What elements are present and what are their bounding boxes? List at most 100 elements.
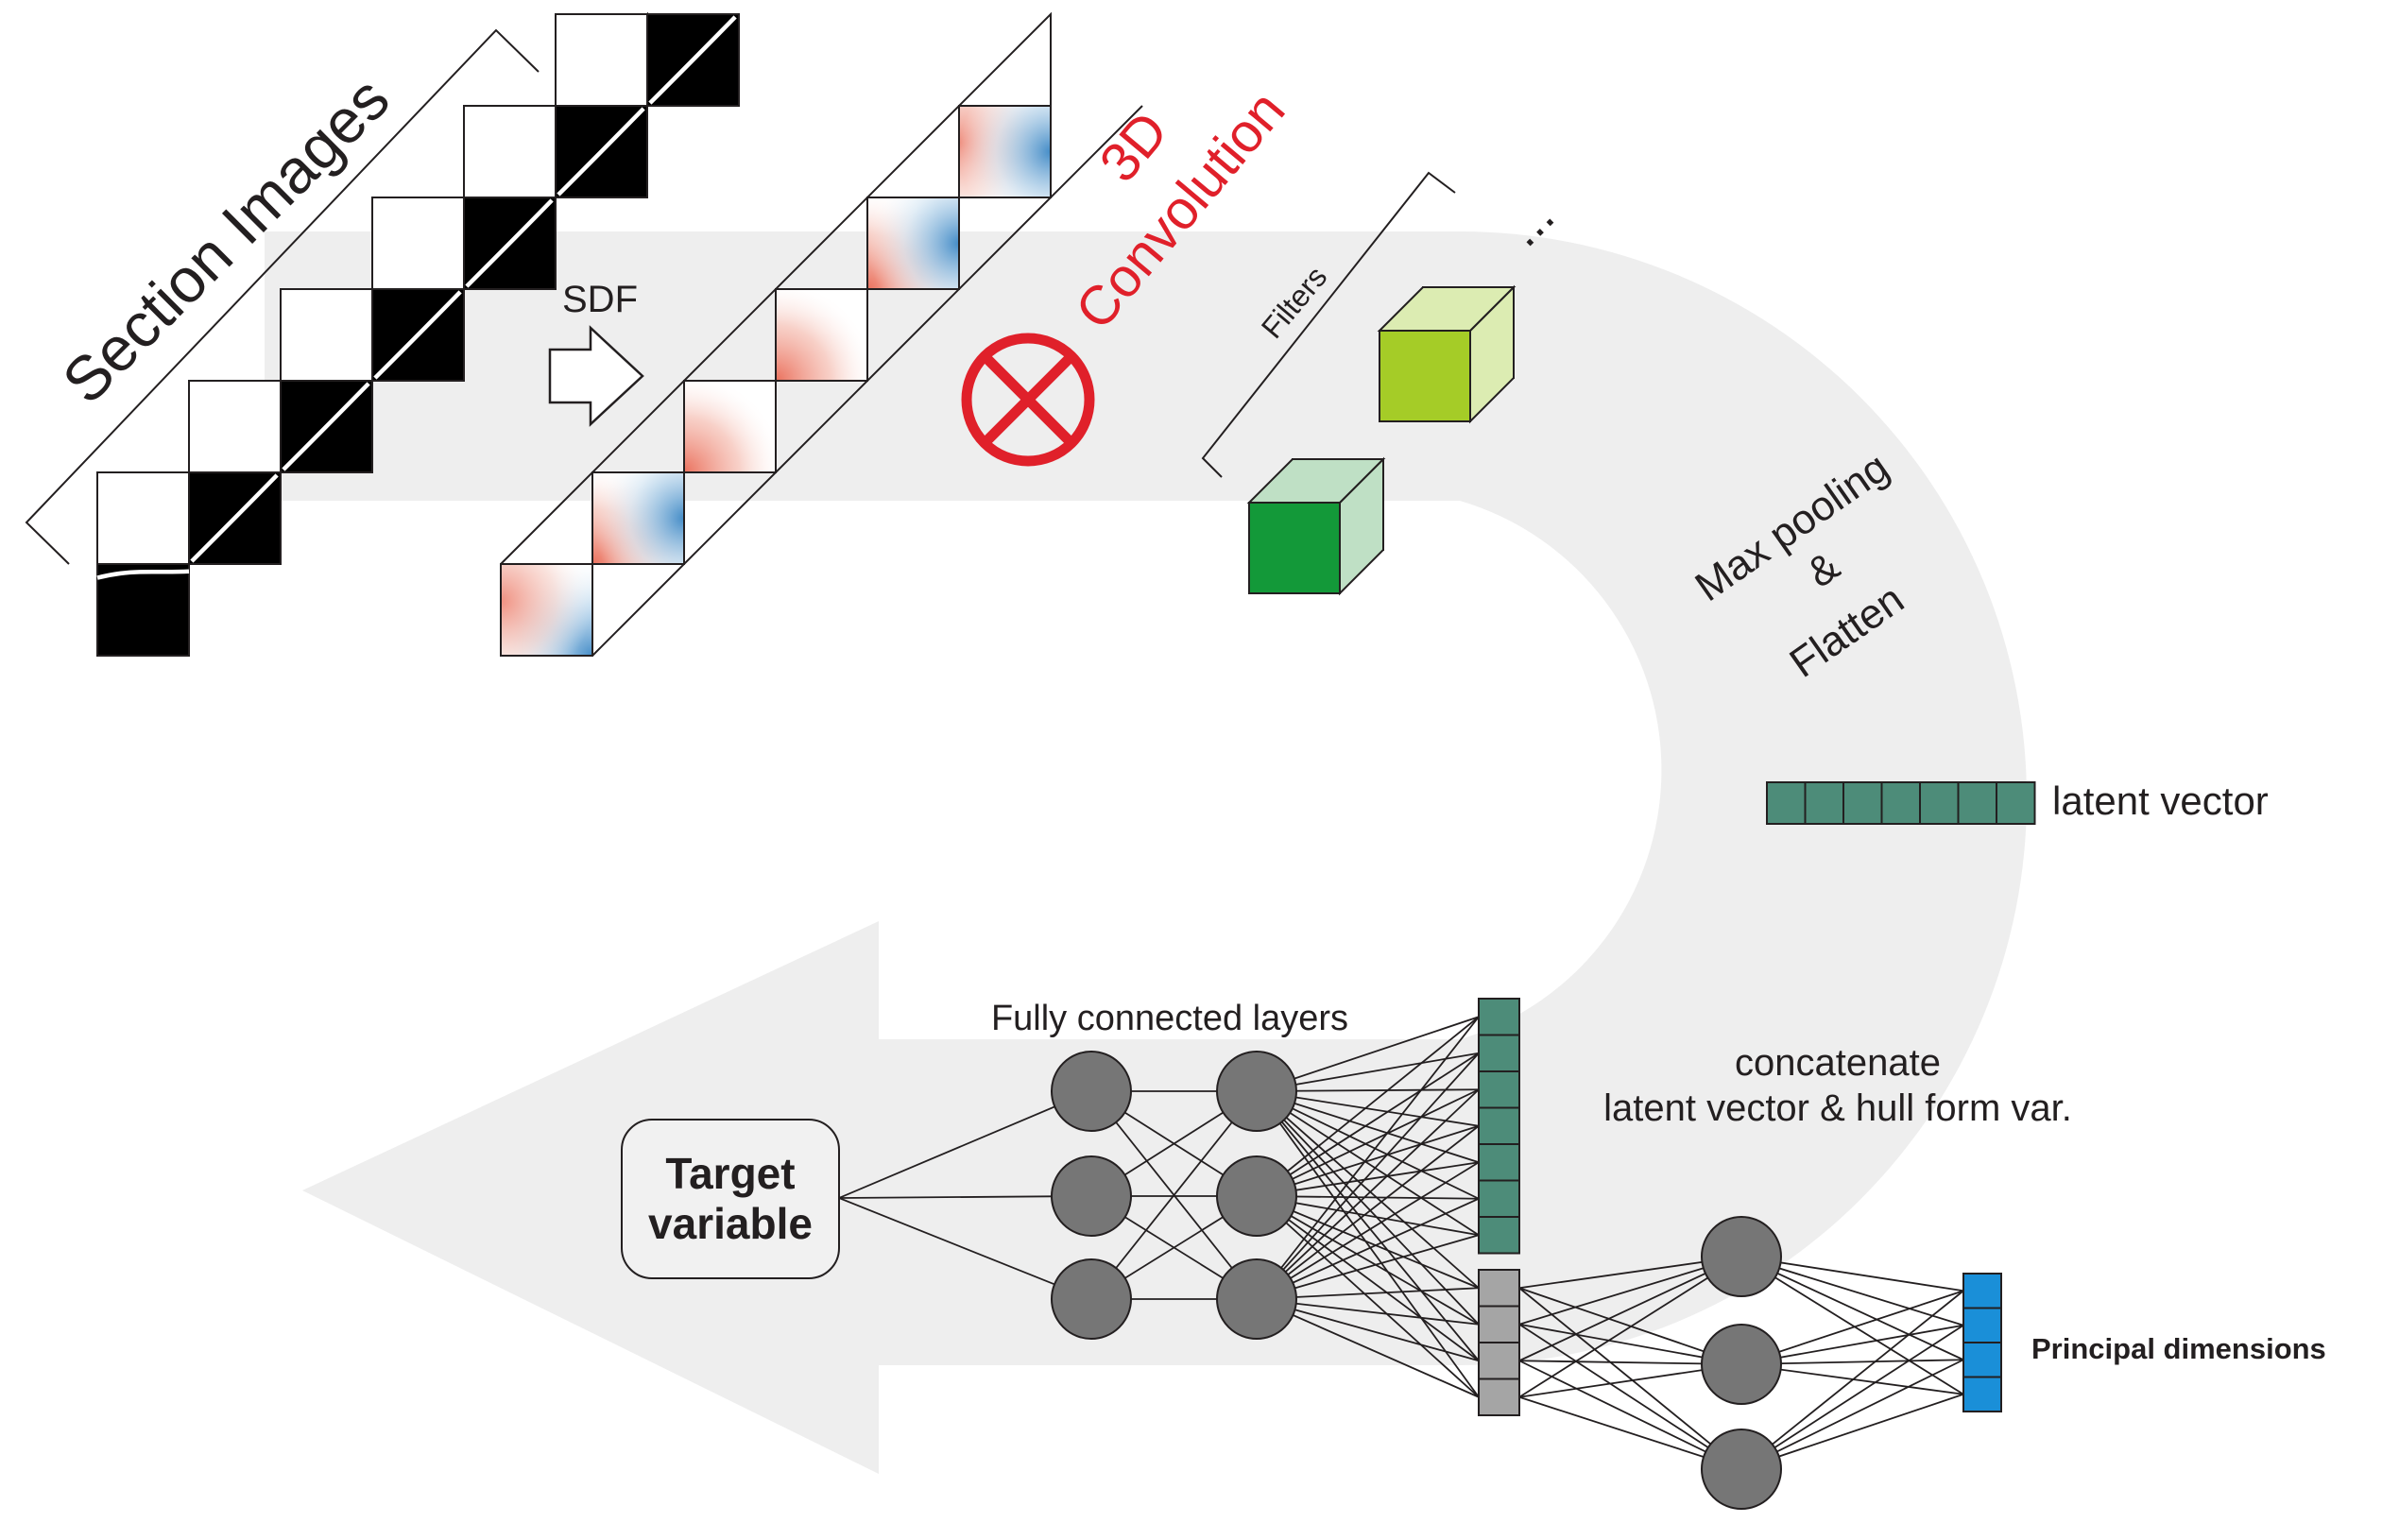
latent-vector-cell	[1957, 781, 1997, 825]
connection-line	[1256, 1195, 1480, 1326]
concat-latent-cell	[1478, 1106, 1520, 1145]
connection-line	[1740, 1256, 1964, 1361]
section-image-hull-curve	[373, 290, 462, 380]
connection-line	[1256, 1161, 1480, 1300]
sdf-cell-frame	[866, 197, 960, 290]
section-image-hull-curve	[465, 198, 554, 288]
concat-hull-form-cell	[1478, 1305, 1520, 1343]
concat-hull-form-cell	[1478, 1269, 1520, 1308]
sdf-cell-gradient	[959, 106, 1051, 197]
principal-dimension-cell	[1962, 1273, 2002, 1309]
network-node	[1051, 1155, 1132, 1237]
connection-line	[1256, 1090, 1480, 1326]
concat-label-line1: concatenate	[1735, 1042, 1941, 1084]
network-nodes	[1051, 1051, 1782, 1510]
concatenated-vector-cells	[1478, 998, 1520, 1416]
target-variable-box: Target variable	[621, 1119, 840, 1279]
section-images-stack	[96, 11, 740, 657]
connection-line	[1256, 1195, 1480, 1398]
connection-line	[1256, 1125, 1480, 1300]
network-node	[1701, 1429, 1782, 1510]
sdf-image-cell	[866, 197, 960, 290]
latent-vector-cell	[1804, 781, 1844, 825]
network-node	[1216, 1258, 1297, 1340]
sdf-cell-frame	[500, 563, 593, 657]
filter-cube-front	[1379, 330, 1471, 422]
section-images-bracket	[25, 28, 540, 565]
connection-line	[1740, 1359, 1964, 1470]
network-node	[1701, 1216, 1782, 1297]
connection-line	[1518, 1323, 1742, 1470]
concat-latent-cell	[1478, 1143, 1520, 1182]
sdf-image-cell	[500, 563, 593, 657]
concat-latent-cell	[1478, 1070, 1520, 1109]
connection-line	[1256, 1016, 1480, 1197]
connection-line	[1740, 1290, 1964, 1470]
section-image-hull-curve	[648, 15, 737, 105]
connection-line	[1256, 1090, 1480, 1398]
sdf-cell-gradient	[684, 381, 776, 472]
network-node	[1051, 1051, 1132, 1132]
principal-dimension-cell	[1962, 1376, 2002, 1412]
sdf-image-cell	[683, 380, 777, 473]
section-image-hull-curve	[557, 107, 645, 197]
sdf-image-cell	[775, 288, 868, 382]
concat-label-line2: latent vector & hull form var.	[1603, 1087, 2072, 1129]
connection-line	[1518, 1360, 1742, 1470]
section-image-upper-cell	[188, 380, 282, 473]
network-node	[1701, 1324, 1782, 1405]
principal-dimensions-cells	[1962, 1273, 2002, 1412]
latent-vector-cell	[1919, 781, 1960, 825]
connection-line	[1256, 1195, 1480, 1361]
principal-dimension-cell	[1962, 1342, 2002, 1378]
convolution-operator-icon	[961, 333, 1095, 467]
latent-vector-cell	[1880, 781, 1921, 825]
sdf-image-cell	[958, 105, 1052, 198]
concat-latent-cell	[1478, 1034, 1520, 1072]
connection-line	[1740, 1324, 1964, 1470]
sdf-cell-frame	[958, 105, 1052, 198]
network-node	[1216, 1155, 1297, 1237]
connection-line	[838, 1090, 1092, 1199]
connection-line	[1090, 1090, 1258, 1300]
connection-line	[838, 1197, 1092, 1300]
section-image-upper-cell	[96, 471, 190, 565]
connection-line	[1740, 1256, 1964, 1395]
latent-vector-cells	[1766, 781, 2036, 825]
connection-line	[1256, 1090, 1480, 1289]
section-image-upper-cell	[463, 105, 557, 198]
connection-line	[1518, 1256, 1742, 1362]
latent-vector-label: latent vector	[2052, 779, 2269, 823]
section-image-hull-curve	[96, 569, 190, 580]
network-node	[1051, 1258, 1132, 1340]
connection-line	[1256, 1090, 1480, 1200]
section-image-upper-cell	[555, 13, 648, 107]
connection-line	[1256, 1088, 1480, 1300]
latent-vector-cell	[1996, 781, 2036, 825]
concat-hull-form-cell	[1478, 1342, 1520, 1380]
section-image-upper-cell	[280, 288, 373, 382]
principal-dimensions-label: Principal dimensions	[2031, 1332, 2326, 1365]
concat-latent-cell	[1478, 1179, 1520, 1218]
concat-hull-form-cell	[1478, 1377, 1520, 1416]
sdf-images-stack	[500, 11, 1143, 657]
sdf-cell-frame	[683, 380, 777, 473]
sdf-label: SDF	[562, 279, 638, 320]
connection-line	[1256, 1052, 1480, 1300]
sdf-cell-gradient	[592, 472, 684, 564]
section-image-upper-cell	[371, 197, 465, 290]
connection-line	[838, 1195, 1092, 1199]
network-node	[1216, 1051, 1297, 1132]
filters-bracket	[1201, 171, 1456, 478]
sdf-cell-gradient	[776, 289, 867, 381]
principal-dimension-cell	[1962, 1307, 2002, 1343]
connection-line	[1256, 1090, 1480, 1361]
sdf-cell-gradient	[501, 564, 592, 656]
section-image-black-cell	[96, 563, 190, 657]
filter-cube-front	[1248, 502, 1341, 594]
section-image-hull-curve	[282, 382, 370, 471]
concat-latent-cell	[1478, 998, 1520, 1036]
sdf-image-cell	[591, 471, 685, 565]
filter-cube-light	[1377, 284, 1517, 424]
